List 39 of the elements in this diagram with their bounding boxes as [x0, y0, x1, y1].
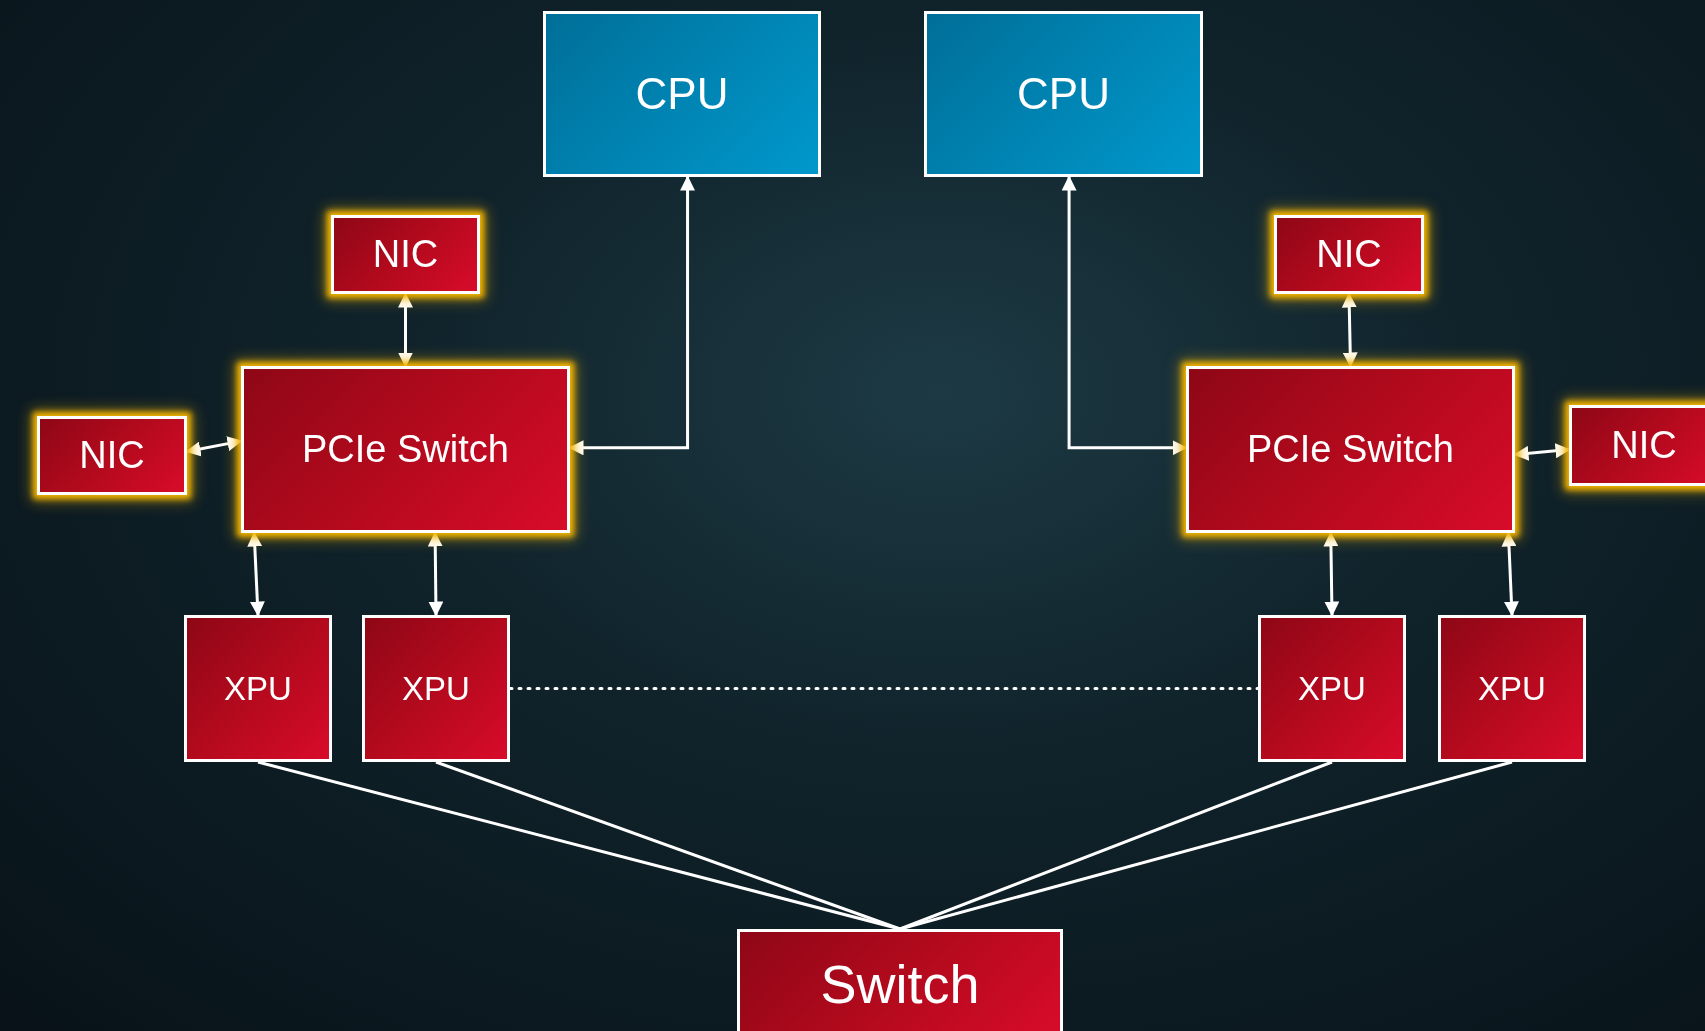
arrow — [398, 292, 413, 368]
node-label: PCIe Switch — [1247, 428, 1454, 471]
node-label: NIC — [1316, 233, 1382, 276]
nic-box — [1274, 215, 1424, 294]
arrow — [185, 436, 243, 457]
arrow — [1501, 531, 1519, 617]
nic-box — [1569, 405, 1705, 486]
xpu-box — [1438, 615, 1586, 762]
cpu-box — [543, 11, 821, 177]
connector-line — [435, 760, 901, 931]
node-label: Switch — [820, 953, 980, 1015]
arrow — [568, 175, 696, 456]
connector-line — [899, 760, 1513, 931]
node-label: NIC — [79, 434, 145, 477]
cpu-box — [924, 11, 1203, 177]
node-label: XPU — [1478, 669, 1546, 708]
node-label: XPU — [402, 669, 470, 708]
arrow — [1341, 292, 1358, 368]
arrow — [427, 531, 444, 617]
xpu-box — [184, 615, 332, 762]
node-label: XPU — [224, 669, 292, 708]
arrow — [247, 531, 265, 617]
arrow — [1061, 175, 1188, 456]
node-label: CPU — [1017, 69, 1110, 119]
switch-box — [241, 366, 570, 533]
node-label: XPU — [1298, 669, 1366, 708]
xpu-box — [362, 615, 510, 762]
arrow — [1323, 531, 1340, 617]
nic-box — [37, 416, 187, 495]
xpu-box — [1258, 615, 1406, 762]
arrow — [1513, 443, 1571, 461]
node-label: CPU — [635, 69, 729, 119]
dotted-line — [508, 687, 1260, 690]
switch-box — [737, 929, 1063, 1031]
switch-box — [1186, 366, 1515, 533]
nic-box — [331, 215, 480, 294]
node-label: NIC — [372, 233, 439, 276]
node-label: PCIe Switch — [302, 428, 509, 471]
node-label: NIC — [1611, 424, 1677, 467]
